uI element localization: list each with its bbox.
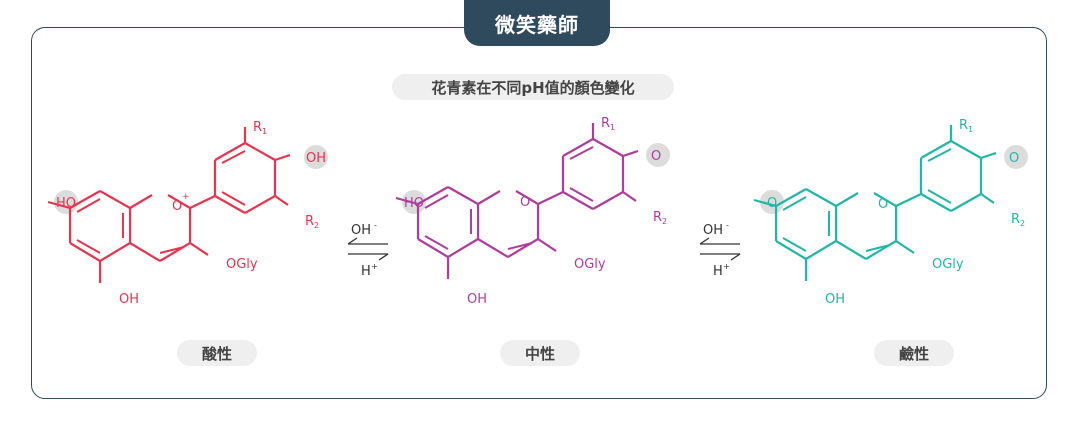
oh-bottom-label: OH [119,292,139,307]
r1-subscript: 1 [610,123,615,132]
equilibrium-acid-neutral: OH - H + [347,221,389,279]
r2-subscript: 2 [1020,219,1025,228]
r1-subscript: 1 [968,125,973,134]
ogly-label: OGly [226,257,258,272]
r2-subscript: 2 [314,221,319,230]
ogly-label: OGly [574,257,606,272]
r1-label: R [601,116,610,131]
oh-reagent-label: OH [703,223,723,238]
equilibrium-arrows [347,237,389,261]
molecule-neutral: R 1 O R 2 O HO OGly OH [394,116,670,307]
equilibrium-neutral-base: OH - H + [699,221,741,279]
keto-oxygen-label: O [651,149,661,164]
molecule-acid: R 1 OH R 2 O + HO OGly OH [46,120,328,307]
ring-oxygen-label: O [878,197,888,212]
molecule-base: R 1 O R 2 O O OGly OH [752,118,1028,307]
oh-reagent-charge: - [374,221,377,230]
highlight-circle [304,145,328,169]
ring-oxygen-charge: + [182,192,190,202]
h-reagent-label: H [713,264,723,279]
oh-reagent-charge: - [726,221,729,230]
left-group-label: HO [404,196,424,211]
highlight-circle [760,190,784,214]
r1-label: R [253,120,262,135]
equilibrium-arrows [699,237,741,261]
h-reagent-charge: + [723,262,730,271]
diagram-subtitle: 花青素在不同pH值的顏色變化 [392,74,674,100]
r1-subscript: 1 [262,127,267,136]
ogly-label: OGly [932,257,964,272]
brand-tab: 微笑藥師 [464,0,610,46]
r2-label: R [305,214,314,229]
highlight-circle [1004,145,1028,169]
h-reagent-label: H [361,264,371,279]
r2-label: R [1011,212,1020,227]
oh-top-label: OH [306,151,326,166]
ring-oxygen-label: O [520,195,530,210]
ring-oxygen-label: O [172,199,182,214]
neutral-state-label: 中性 [500,340,580,366]
r2-subscript: 2 [662,217,667,226]
left-group-label: HO [56,196,76,211]
oh-reagent-label: OH [351,223,371,238]
highlight-circle [646,143,670,167]
keto-oxygen-label: O [1009,151,1019,166]
acid-state-label: 酸性 [177,340,257,366]
left-group-label: O [767,196,777,211]
r1-label: R [959,118,968,133]
oh-bottom-label: OH [825,292,845,307]
oh-bottom-label: OH [467,292,487,307]
base-state-label: 鹼性 [874,340,954,366]
r2-label: R [653,210,662,225]
h-reagent-charge: + [371,262,378,271]
